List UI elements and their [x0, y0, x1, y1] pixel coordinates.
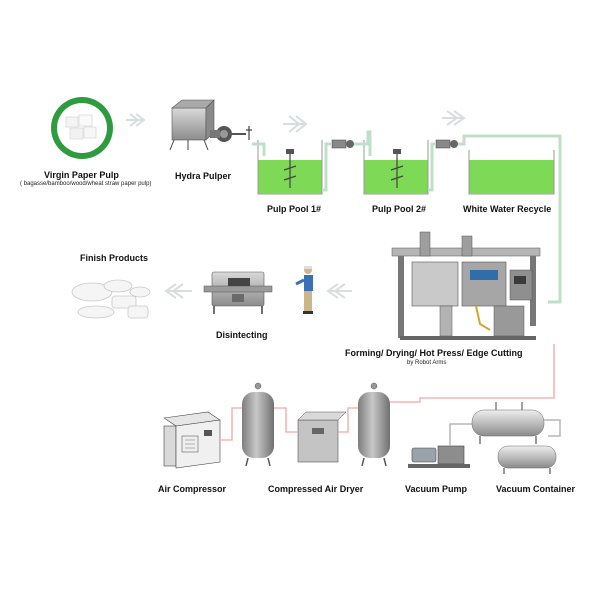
label-white-water: White Water Recycle — [463, 204, 552, 214]
air-dryer-machine — [297, 411, 347, 463]
virgin-pulp-icon — [51, 97, 113, 159]
air-pipes — [220, 344, 555, 441]
transfer-pump-2 — [435, 139, 458, 149]
pulp-pool-2 — [363, 140, 429, 195]
hydra-pulper-machine — [169, 99, 252, 151]
label-vacuum-container: Vacuum Container — [496, 484, 576, 494]
label-vacuum-pump: Vacuum Pump — [405, 484, 468, 494]
air-compressor-machine — [163, 411, 221, 469]
worker-figure — [295, 266, 313, 314]
sublabel-virgin-pulp: ( bagasse/bamboo/wood/wheat straw paper … — [20, 181, 152, 187]
sublabel-forming: by Robot Arms — [407, 360, 447, 366]
flow-arrow-5 — [164, 283, 192, 299]
vacuum-container-tanks — [471, 402, 561, 474]
label-air-compressor: Air Compressor — [158, 484, 227, 494]
label-air-dryer: Compressed Air Dryer — [268, 484, 364, 494]
air-storage-tank-1 — [242, 382, 274, 467]
forming-machine — [391, 231, 541, 340]
flow-arrow-3 — [442, 110, 466, 126]
pulp-pool-1 — [257, 140, 323, 195]
disinfecting-machine — [203, 271, 273, 314]
flow-arrow-1 — [126, 113, 146, 127]
pulp-pipes — [252, 130, 562, 304]
label-finish-products: Finish Products — [80, 253, 149, 263]
flow-arrow-2 — [283, 115, 308, 133]
transfer-pump-1 — [331, 139, 354, 149]
finish-products-image — [71, 279, 151, 319]
label-hydra-pulper: Hydra Pulper — [175, 171, 232, 181]
label-pulp-pool-1: Pulp Pool 1# — [267, 204, 322, 214]
label-forming: Forming/ Drying/ Hot Press/ Edge Cutting — [345, 348, 523, 358]
label-pulp-pool-2: Pulp Pool 2# — [372, 204, 427, 214]
label-virgin-pulp: Virgin Paper Pulp — [44, 170, 119, 180]
white-water-pool — [468, 150, 555, 195]
vacuum-pump-machine — [408, 423, 474, 468]
flow-arrow-4 — [326, 283, 352, 299]
label-disinfecting: Disintecting — [216, 330, 268, 340]
air-storage-tank-2 — [358, 382, 390, 467]
